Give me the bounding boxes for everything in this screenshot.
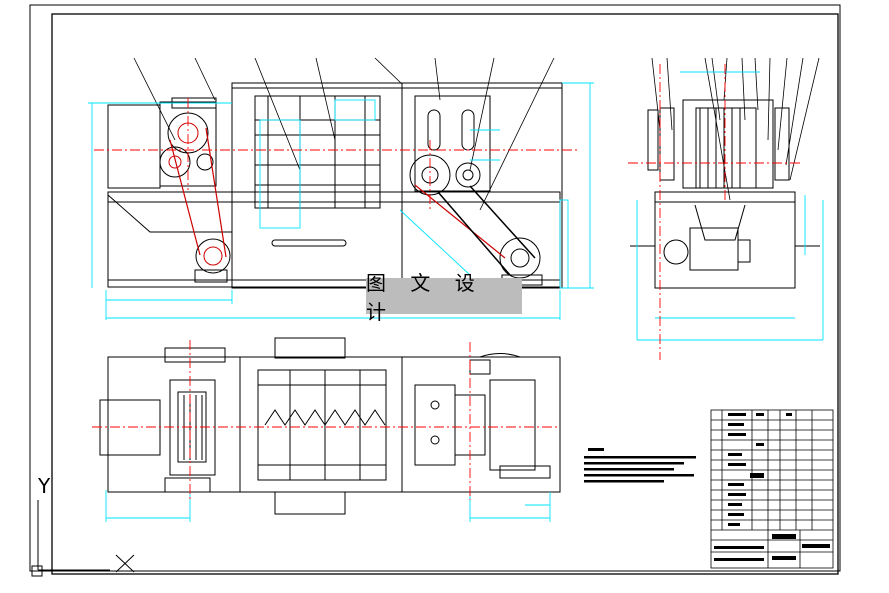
drawing-frame	[29, 4, 841, 575]
dimensions-top	[105, 490, 551, 522]
title-block	[710, 409, 834, 569]
ucs-y-label: Y	[38, 474, 51, 498]
belts-front	[169, 127, 506, 259]
dimensions-side	[636, 71, 824, 341]
title-block-text-marks	[714, 413, 830, 561]
leader-lines-side	[651, 57, 820, 201]
top-view	[99, 337, 561, 515]
dimensions-front	[88, 82, 594, 320]
belts-front-dark	[437, 185, 536, 276]
centerline-front	[94, 98, 580, 210]
side-view	[630, 99, 820, 289]
centerline-side	[628, 64, 800, 360]
watermark: 图 文 设 计	[366, 271, 522, 324]
technical-notes	[584, 448, 696, 483]
ucs-icon	[31, 500, 135, 577]
centerline-top	[92, 340, 560, 500]
leader-lines-front	[133, 57, 555, 211]
watermark-text: 图 文 设 计	[366, 271, 484, 324]
front-view	[107, 82, 563, 289]
